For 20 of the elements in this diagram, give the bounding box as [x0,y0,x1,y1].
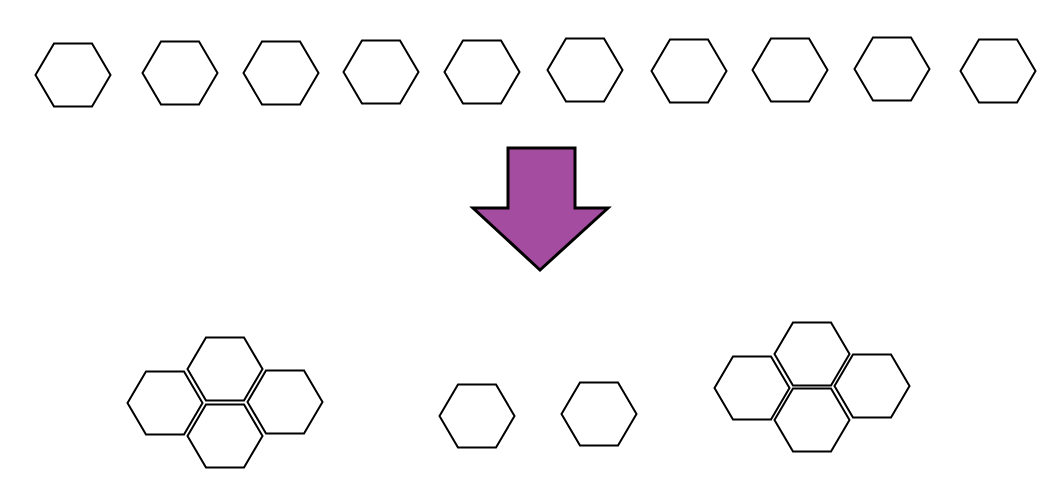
hexagon-shape [833,353,911,419]
hexagon-shape [242,40,320,106]
hexagon-shape [126,370,204,436]
hexagon-shape [246,369,324,435]
hexagon-shape [853,36,931,102]
hexagon-shape [773,387,851,453]
hexagon-shape [186,403,264,469]
hexagon-shape [959,38,1037,104]
hexagon-shape [186,336,264,402]
hexagon-shape [751,37,829,103]
hexagon-shape [438,383,516,449]
hexagon-shape [560,381,638,447]
hexagon-shape [650,38,728,104]
hexagon-shape [443,39,521,105]
hexagon-shape [773,321,851,387]
hexagon-shape [546,37,624,103]
hexagon-shape [141,40,219,106]
hexagon-shape [342,39,420,105]
hexagon-shape [34,42,112,108]
hexagon-shape [713,355,791,421]
